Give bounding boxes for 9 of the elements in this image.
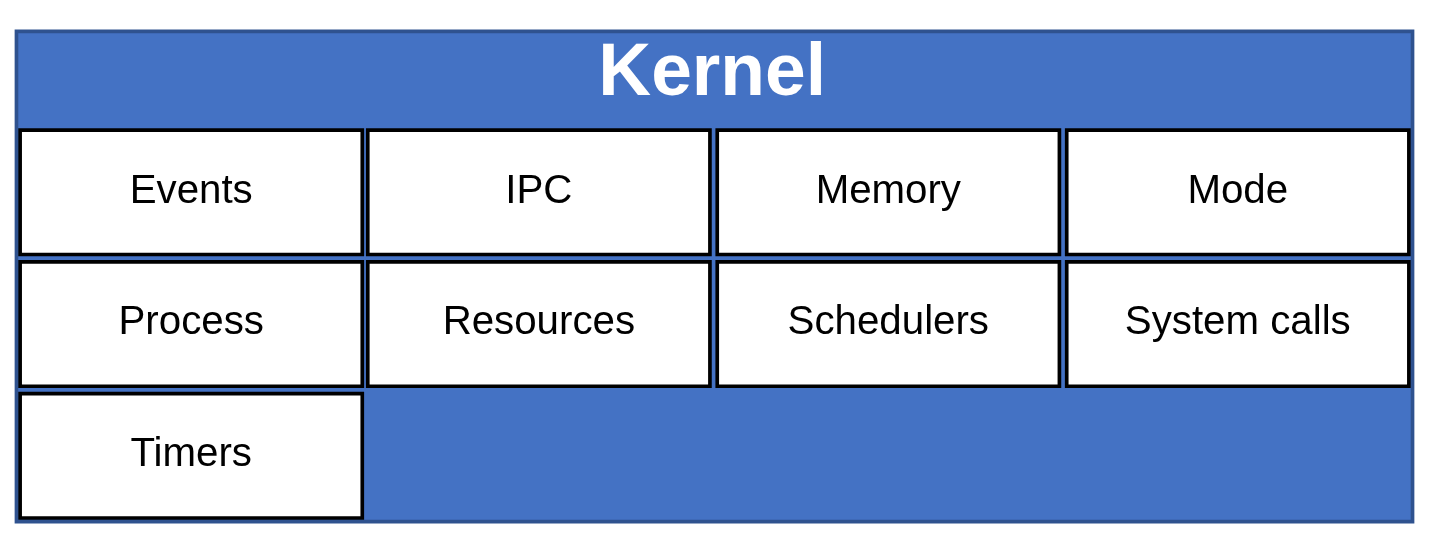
node-box: Schedulers — [715, 260, 1062, 389]
node-box: IPC — [365, 128, 712, 257]
node-box: Memory — [715, 128, 1062, 257]
node-box: Timers — [18, 391, 365, 520]
node-box: Events — [18, 128, 365, 257]
node-box: System calls — [1064, 260, 1411, 389]
node-box: Mode — [1064, 128, 1411, 257]
node-box: Resources — [365, 260, 712, 389]
node-box: Process — [18, 260, 365, 389]
